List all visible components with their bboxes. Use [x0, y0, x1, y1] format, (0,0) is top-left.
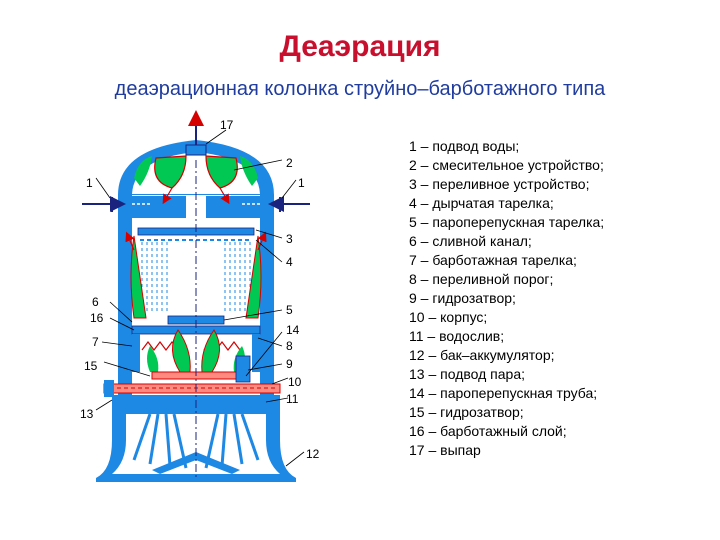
- legend-item: 11 – водослив;: [409, 328, 505, 344]
- water-inlet-left: [82, 196, 150, 212]
- callout-14: 14: [286, 323, 300, 337]
- vent-outlet: [185, 110, 207, 156]
- callout-5: 5: [286, 303, 293, 317]
- callout-7: 7: [92, 335, 99, 349]
- page-title: Деаэрация: [279, 30, 441, 63]
- legend-item: 9 – гидрозатвор;: [409, 290, 516, 306]
- callout-4: 4: [286, 255, 293, 269]
- legend-item: 8 – переливной порог;: [409, 271, 554, 287]
- mixing-device: [134, 155, 258, 205]
- legend-item: 15 – гидрозатвор;: [409, 404, 524, 420]
- callout-1-left: 1: [86, 176, 93, 190]
- legend-item: 10 – корпус;: [409, 309, 488, 325]
- legend-item: 6 – сливной канал;: [409, 233, 532, 249]
- legend-item: 4 – дырчатая тарелка;: [409, 195, 554, 211]
- callout-9: 9: [286, 357, 293, 371]
- legend-item: 17 – выпар: [409, 442, 481, 458]
- rising-steam: [125, 231, 267, 319]
- callout-10: 10: [288, 375, 302, 389]
- callout-16: 16: [90, 311, 104, 325]
- steam-supply-base: [152, 452, 240, 474]
- water-inlet-right: [242, 196, 310, 212]
- legend-list: 1 – подвод воды; 2 – смесительное устрой…: [409, 137, 604, 460]
- legend-item: 13 – подвод пара;: [409, 366, 526, 382]
- bubbling-layer: [141, 341, 241, 351]
- callout-11: 11: [286, 392, 299, 406]
- legend-item: 12 – бак–аккумулятор;: [409, 347, 555, 363]
- legend-item: 7 – барботажная тарелка;: [409, 252, 577, 268]
- callout-17: 17: [220, 118, 234, 132]
- callout-13: 13: [80, 407, 94, 421]
- legend-item: 14 – пароперепускная труба;: [409, 385, 598, 401]
- legend-item: 1 – подвод воды;: [409, 138, 520, 154]
- bubbling-steam: [147, 329, 245, 373]
- callout-15: 15: [84, 359, 98, 373]
- legend-item: 5 – пароперепускная тарелка;: [409, 214, 605, 230]
- callout-8: 8: [286, 339, 293, 353]
- page-subtitle: деаэрационная колонка струйно–барботажно…: [114, 78, 606, 100]
- callout-1-right: 1: [298, 176, 305, 190]
- hydraulic-seal: [103, 380, 281, 397]
- callout-12: 12: [306, 447, 320, 461]
- callout-6: 6: [92, 295, 99, 309]
- leader-lines: [95, 129, 305, 467]
- legend-item: 2 – смесительное устройство;: [409, 157, 604, 173]
- callout-3: 3: [286, 232, 293, 246]
- callout-2: 2: [286, 156, 293, 170]
- legend-item: 16 – барботажный слой;: [409, 423, 567, 439]
- legend-item: 3 – переливное устройство;: [409, 176, 590, 192]
